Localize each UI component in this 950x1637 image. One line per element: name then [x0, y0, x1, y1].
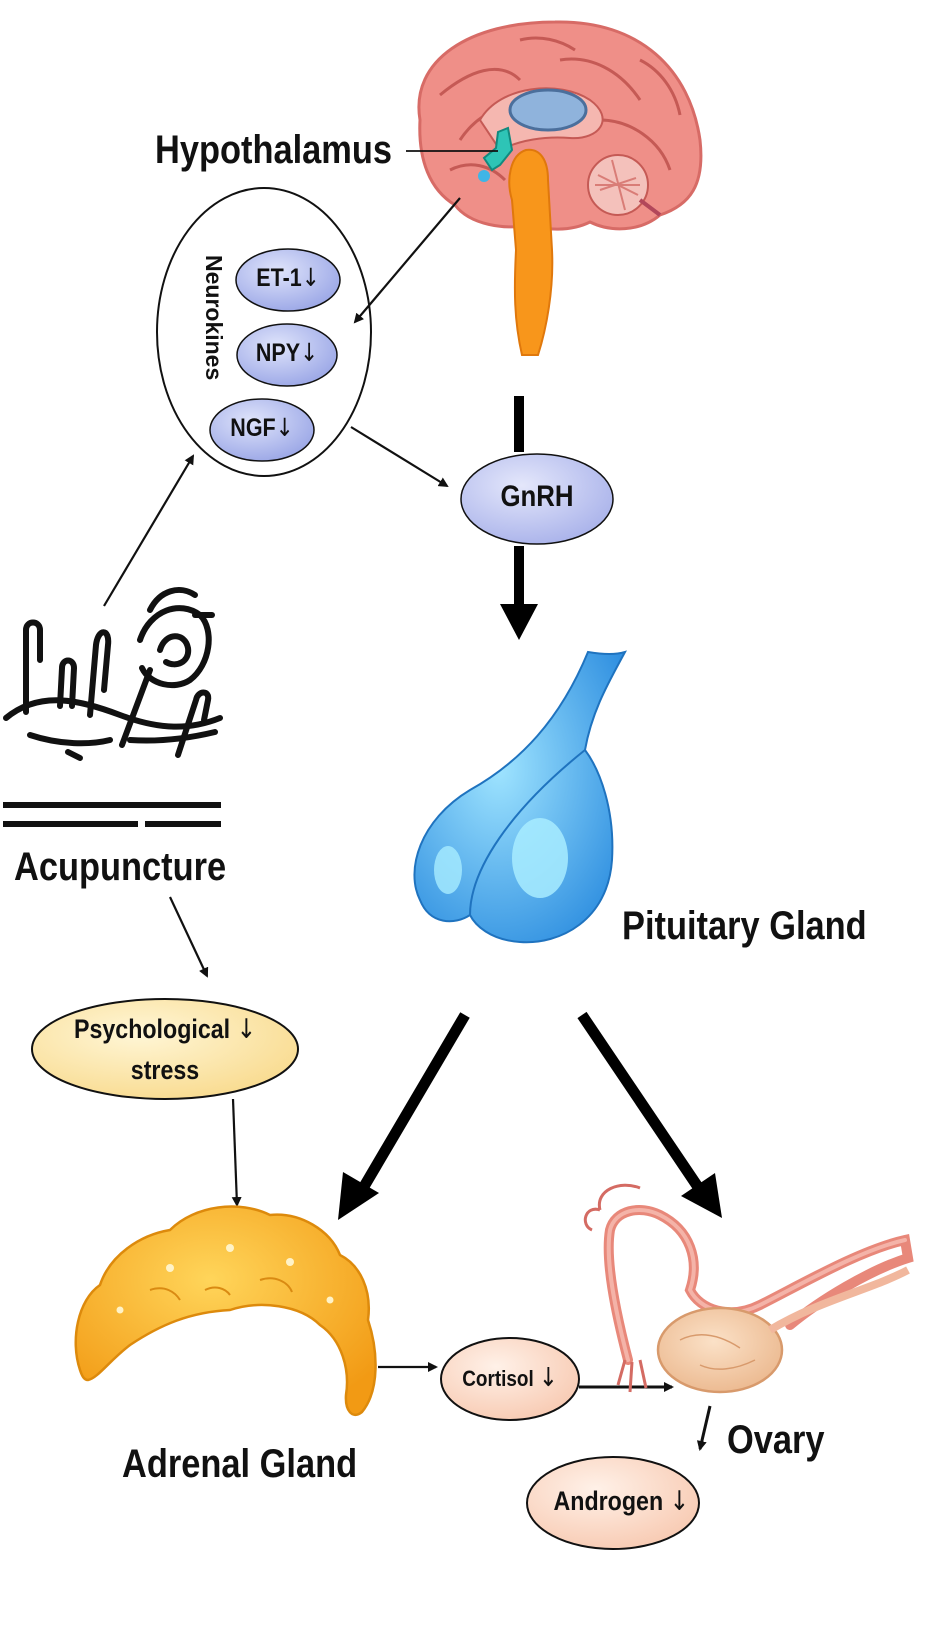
arrow-neurokines-to-gnrh — [350, 426, 449, 488]
arrow-gnrh-to-pituitary — [500, 546, 538, 640]
ngf-label: NGF↓ — [230, 413, 294, 442]
acupuncture-label: Acupuncture — [14, 845, 227, 889]
brain-icon — [417, 20, 703, 356]
ngf-oval — [209, 398, 315, 462]
arrow-pituitary-to-adrenal — [338, 1012, 470, 1220]
cortisol-oval — [440, 1337, 580, 1421]
pituitary-gland-label: Pituitary Gland — [622, 904, 867, 948]
androgen-label: Androgen ↓ — [553, 1486, 690, 1517]
acupuncture-base-lines-icon — [3, 802, 221, 827]
gnrh-label: GnRH — [500, 480, 574, 513]
pituitary-gland-icon — [413, 650, 628, 944]
adrenal-gland-icon — [74, 1205, 377, 1417]
neurokines-label: Neurokines — [201, 255, 227, 381]
et1-label: ET-1↓ — [256, 263, 320, 292]
hypothalamus-label: Hypothalamus — [155, 128, 393, 172]
arrow-hypothalamus-to-neurokines — [353, 197, 461, 324]
cortisol-label: Cortisol ↓ — [462, 1363, 558, 1393]
androgen-oval — [526, 1456, 700, 1550]
ovary-label: Ovary — [727, 1418, 825, 1462]
npy-oval — [236, 323, 338, 387]
acupuncture-needles-icon — [3, 587, 223, 761]
adrenal-gland-label: Adrenal Gland — [122, 1442, 358, 1486]
npy-label: NPY↓ — [255, 338, 319, 367]
ovary-uterus-icon — [583, 1183, 914, 1394]
psychological-stress-oval — [31, 998, 299, 1100]
arrow-pituitary-to-ovary — [577, 1011, 722, 1218]
arrow-stress-to-adrenal — [231, 1098, 242, 1207]
gnrh-oval — [460, 453, 614, 545]
arrow-acupuncture-to-stress — [169, 896, 209, 978]
arrow-ovary-to-androgen — [696, 1405, 712, 1451]
arrow-acupuncture-to-neurokines — [103, 454, 195, 607]
psychological-stress-label: Psychological ↓ stress — [73, 1014, 257, 1085]
et1-oval — [235, 248, 341, 312]
